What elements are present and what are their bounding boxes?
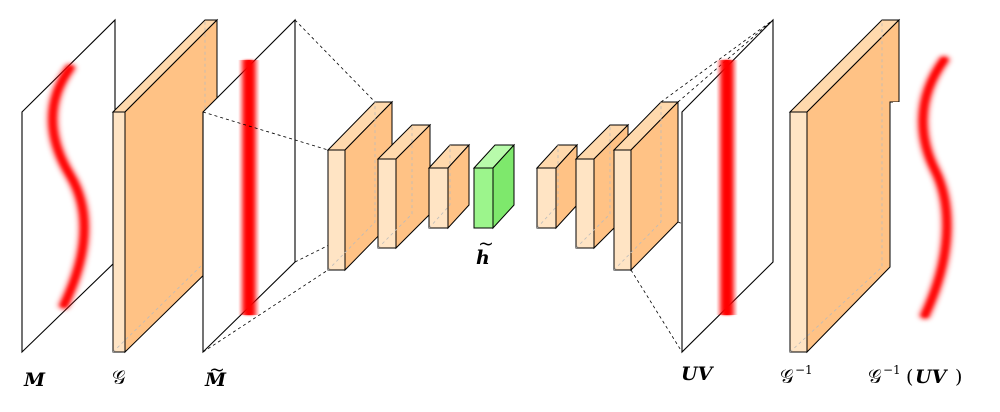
encoder-block-3 (427, 143, 471, 230)
svg-text:~: ~ (209, 359, 225, 381)
label-M-tilde: ~ M (204, 359, 227, 391)
svg-text:−1: −1 (795, 363, 813, 377)
svg-text:(: ( (906, 366, 913, 388)
UV-sheet (681, 18, 774, 354)
G-transform-block (111, 18, 219, 354)
svg-text:𝒢: 𝒢 (868, 366, 882, 388)
label-UV: UV (681, 363, 715, 385)
svg-text:−1: −1 (883, 363, 901, 377)
latent-h-block (472, 143, 516, 230)
M-tilde-sheet (202, 18, 296, 354)
label-h-tilde: ~ h (476, 233, 494, 269)
svg-text:h: h (476, 247, 490, 269)
svg-text:): ) (955, 366, 962, 388)
svg-text:M: M (204, 369, 227, 391)
label-G-inverse-UV: 𝒢 −1 ( UV ) (868, 363, 962, 388)
label-G-inverse: 𝒢 −1 (780, 363, 813, 388)
svg-text:𝒢: 𝒢 (780, 366, 794, 388)
svg-text:UV: UV (915, 366, 949, 388)
output-G-inverse-UV (893, 55, 953, 322)
input-M-sheet (21, 18, 116, 354)
decoder-block-1 (535, 143, 579, 230)
label-M: M (23, 369, 46, 391)
svg-text:~: ~ (478, 233, 494, 255)
label-G: 𝒢 (112, 367, 126, 389)
decoder-block-3 (612, 100, 680, 272)
G-inverse-block (788, 18, 901, 354)
encoder-block-2 (376, 123, 432, 250)
